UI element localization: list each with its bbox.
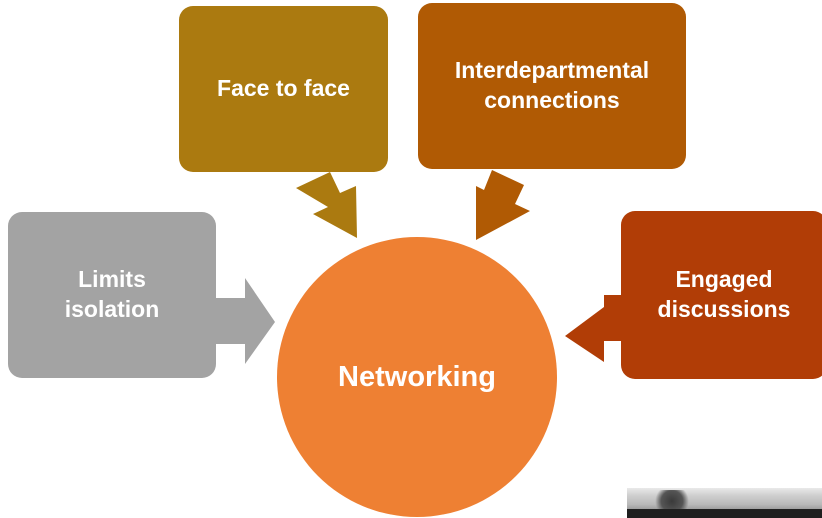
arrow-interdepartmental (476, 170, 530, 240)
node-engaged-discussions: Engaged discussions (621, 211, 822, 379)
node-interdepartmental-connections-label: Interdepartmental connections (454, 57, 650, 113)
photo-shadow (627, 509, 822, 518)
node-limits-isolation: Limits isolation (8, 212, 216, 378)
node-face-to-face-label: Face to face (217, 75, 350, 102)
arrow-engaged-discussions (565, 295, 621, 362)
node-engaged-discussions-label: Engaged discussions (657, 266, 791, 322)
hub-networking-label: Networking (338, 360, 496, 393)
arrow-limits-isolation (216, 278, 275, 364)
node-interdepartmental-connections: Interdepartmental connections (418, 3, 686, 169)
node-face-to-face: Face to face (179, 6, 388, 172)
arrow-face-to-face (296, 172, 357, 238)
node-limits-isolation-label: Limits isolation (64, 266, 160, 322)
hub-networking: Networking (277, 237, 557, 517)
photo-thumbnail (627, 488, 822, 518)
